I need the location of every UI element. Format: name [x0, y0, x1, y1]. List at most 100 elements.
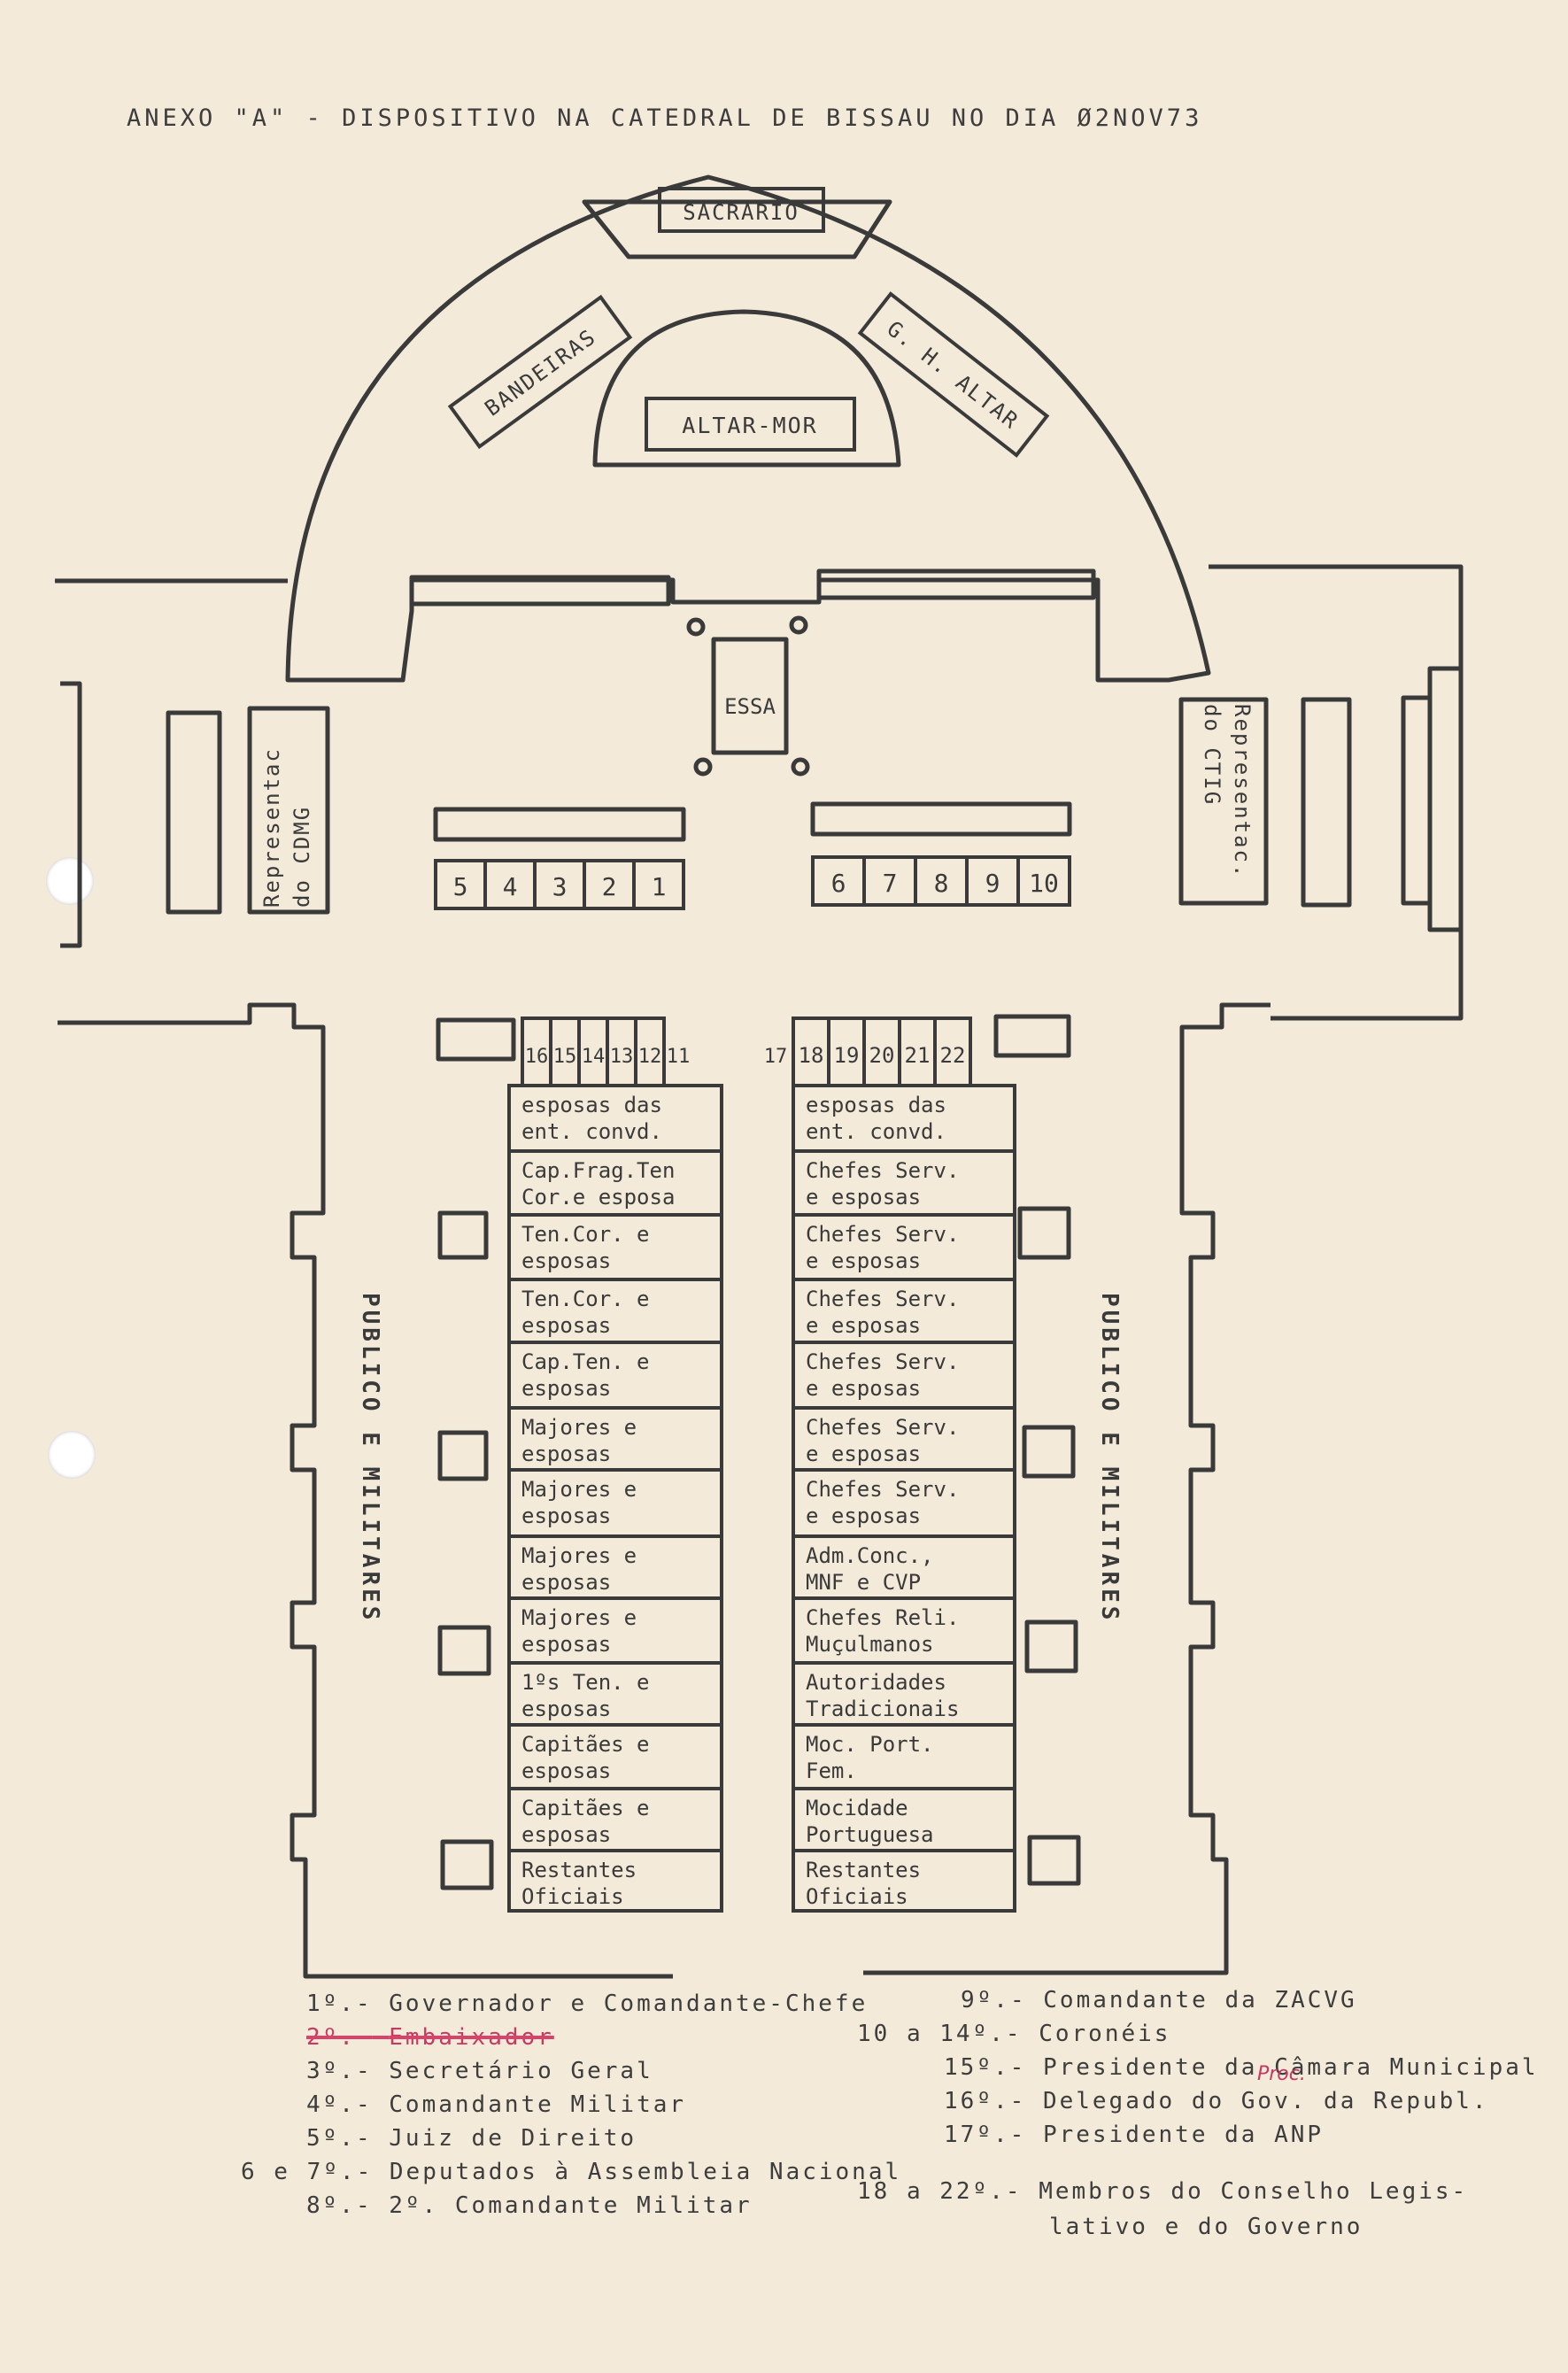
pew-label-line2: esposas: [521, 1248, 611, 1273]
pew-label-line2: e esposas: [806, 1442, 921, 1466]
pew: [507, 1849, 723, 1913]
pew-label-line1: Majores e: [521, 1543, 637, 1568]
pew-label-line2: ent. convd.: [806, 1119, 946, 1144]
rep-cdmg-line1: Representac: [259, 747, 284, 908]
pew-number-center: 17: [764, 1046, 788, 1068]
altar-mor-box: [645, 397, 856, 452]
pew-label-line1: Restantes: [521, 1858, 637, 1882]
pew-label-line1: Majores e: [521, 1415, 637, 1440]
legend-right-item: 15º.- Presidente da Câmara Municipal: [944, 2054, 1539, 2081]
pew-label-line1: Chefes Serv.: [806, 1287, 959, 1311]
front-seat-number: 7: [883, 869, 898, 898]
legend-left-item: 5º.- Juiz de Direito: [306, 2125, 637, 2152]
chancel-bench-right: [816, 568, 1096, 600]
front-seat-number: 4: [503, 872, 518, 901]
pew-label-line2: esposas: [521, 1313, 611, 1338]
pew-number: 14: [582, 1046, 606, 1068]
pew-label-line1: Restantes: [806, 1858, 921, 1882]
pew-label-line2: MNF e CVP: [806, 1570, 921, 1595]
pillar-left-2: [437, 1430, 489, 1481]
pew-label-line2: esposas: [521, 1442, 611, 1466]
pew-label-line2: Fem.: [806, 1758, 857, 1783]
pillar-right-1: [1017, 1206, 1071, 1260]
front-seat: [1016, 855, 1071, 907]
pew-label-line1: Majores e: [521, 1605, 637, 1630]
page-title: ANEXO "A" - DISPOSITIVO NA CATEDRAL DE B…: [127, 104, 1203, 132]
pew-number: 13: [610, 1046, 634, 1068]
pew-number: 21: [905, 1043, 931, 1068]
legend-left-item: 8º.- 2º. Comandante Militar: [306, 2192, 753, 2219]
pew-number: 19: [834, 1043, 860, 1068]
front-seat-number: 9: [985, 869, 1000, 898]
gh-altar-label: G. H. ALTAR: [882, 316, 1023, 434]
candle: [789, 615, 808, 635]
front-seats-right: 6 7 8 9 10: [811, 855, 1071, 907]
pillar-left-1: [437, 1210, 489, 1260]
pew-label-line2: e esposas: [806, 1376, 921, 1401]
pew-number: 16: [525, 1046, 549, 1068]
punch-hole-top: [46, 857, 94, 905]
candle: [693, 757, 713, 777]
pew-number: 12: [638, 1046, 662, 1068]
apse-outer-wall: [285, 174, 1211, 683]
sacrario-box: [658, 187, 825, 233]
pew-label-line1: Chefes Serv.: [806, 1222, 959, 1247]
essa-label: ESSA: [724, 694, 776, 719]
pew-label-line2: esposas: [521, 1632, 611, 1657]
legend-right-item: 18 a 22º.- Membros do Conselho Legis-: [857, 2178, 1469, 2205]
pew-label-line1: Moc. Port.: [806, 1732, 934, 1757]
pillar-left-4: [440, 1839, 494, 1890]
pew-label-line1: Cap.Ten. e: [521, 1349, 650, 1374]
pew-number: 11: [667, 1046, 691, 1068]
pew-label-line2: Tradicionais: [806, 1697, 959, 1721]
front-seat-number: 6: [831, 869, 846, 898]
legend-right-item: 10 a 14º.- Coronéis: [857, 2021, 1171, 2047]
candle: [791, 757, 810, 777]
pew-label-line1: 1ºs Ten. e: [521, 1670, 650, 1695]
pew-label-line2: e esposas: [806, 1313, 921, 1338]
front-seat-number: 8: [934, 869, 949, 898]
pew-label-line2: esposas: [521, 1822, 611, 1847]
pew-label-line2: e esposas: [806, 1503, 921, 1528]
pillar-box: [436, 1017, 516, 1062]
pew-label-line1: Majores e: [521, 1477, 637, 1502]
pew-label-line1: Capitães e: [521, 1796, 650, 1820]
pillar-box: [993, 1014, 1071, 1058]
candle: [686, 617, 706, 637]
bandeiras-box: [447, 294, 633, 450]
pew-number: 18: [799, 1043, 824, 1068]
pew-label-line2: ent. convd.: [521, 1119, 662, 1144]
pew-label-line1: Chefes Reli.: [806, 1605, 959, 1630]
legend-left-item: 3º.- Secretário Geral: [306, 2058, 653, 2084]
pew-number: 22: [940, 1043, 966, 1068]
pew-label-line1: Ten.Cor. e: [521, 1287, 650, 1311]
rep-ctig-line2: do CTIG: [1200, 704, 1224, 806]
legend-left-item: 2º.- Embaixador: [306, 2024, 554, 2051]
legend-right-item-cont: lativo e do Governo: [1049, 2214, 1363, 2240]
pew-label-line1: esposas das: [521, 1093, 662, 1117]
pew-label-line2: esposas: [521, 1697, 611, 1721]
transept-right-bench: [1301, 697, 1352, 908]
pillar-left-3: [437, 1625, 491, 1676]
legend-right-item: 16º.- Delegado do Gov. da Republ.: [944, 2088, 1489, 2114]
pew-label-line1: Adm.Conc.,: [806, 1543, 934, 1568]
rep-cdmg-line2: do CDMG: [290, 806, 314, 908]
nave-right-wall: [863, 1002, 1271, 1975]
pew-label-line1: Chefes Serv.: [806, 1158, 959, 1183]
pew-label-line2: Portuguesa: [806, 1822, 934, 1847]
gh-altar-box: [857, 291, 1050, 458]
sacrario-label: SACRARIO: [683, 200, 799, 225]
pew-label-line1: Autoridades: [806, 1670, 946, 1695]
pew-number: 20: [869, 1043, 895, 1068]
pew-label-line1: Cap.Frag.Ten: [521, 1158, 675, 1183]
pew-label-line1: Chefes Serv.: [806, 1477, 959, 1502]
altar-mor-label: ALTAR-MOR: [682, 413, 817, 438]
transept-left-bench: [166, 710, 222, 915]
front-seat: [632, 859, 685, 910]
transept-left-side: [60, 681, 82, 948]
altar-mor-apse: [592, 309, 901, 468]
handwritten-annotation: Proc.: [1257, 2063, 1306, 2085]
pew-label-line1: Mocidade: [806, 1796, 908, 1820]
front-seat-number: 10: [1029, 869, 1059, 898]
